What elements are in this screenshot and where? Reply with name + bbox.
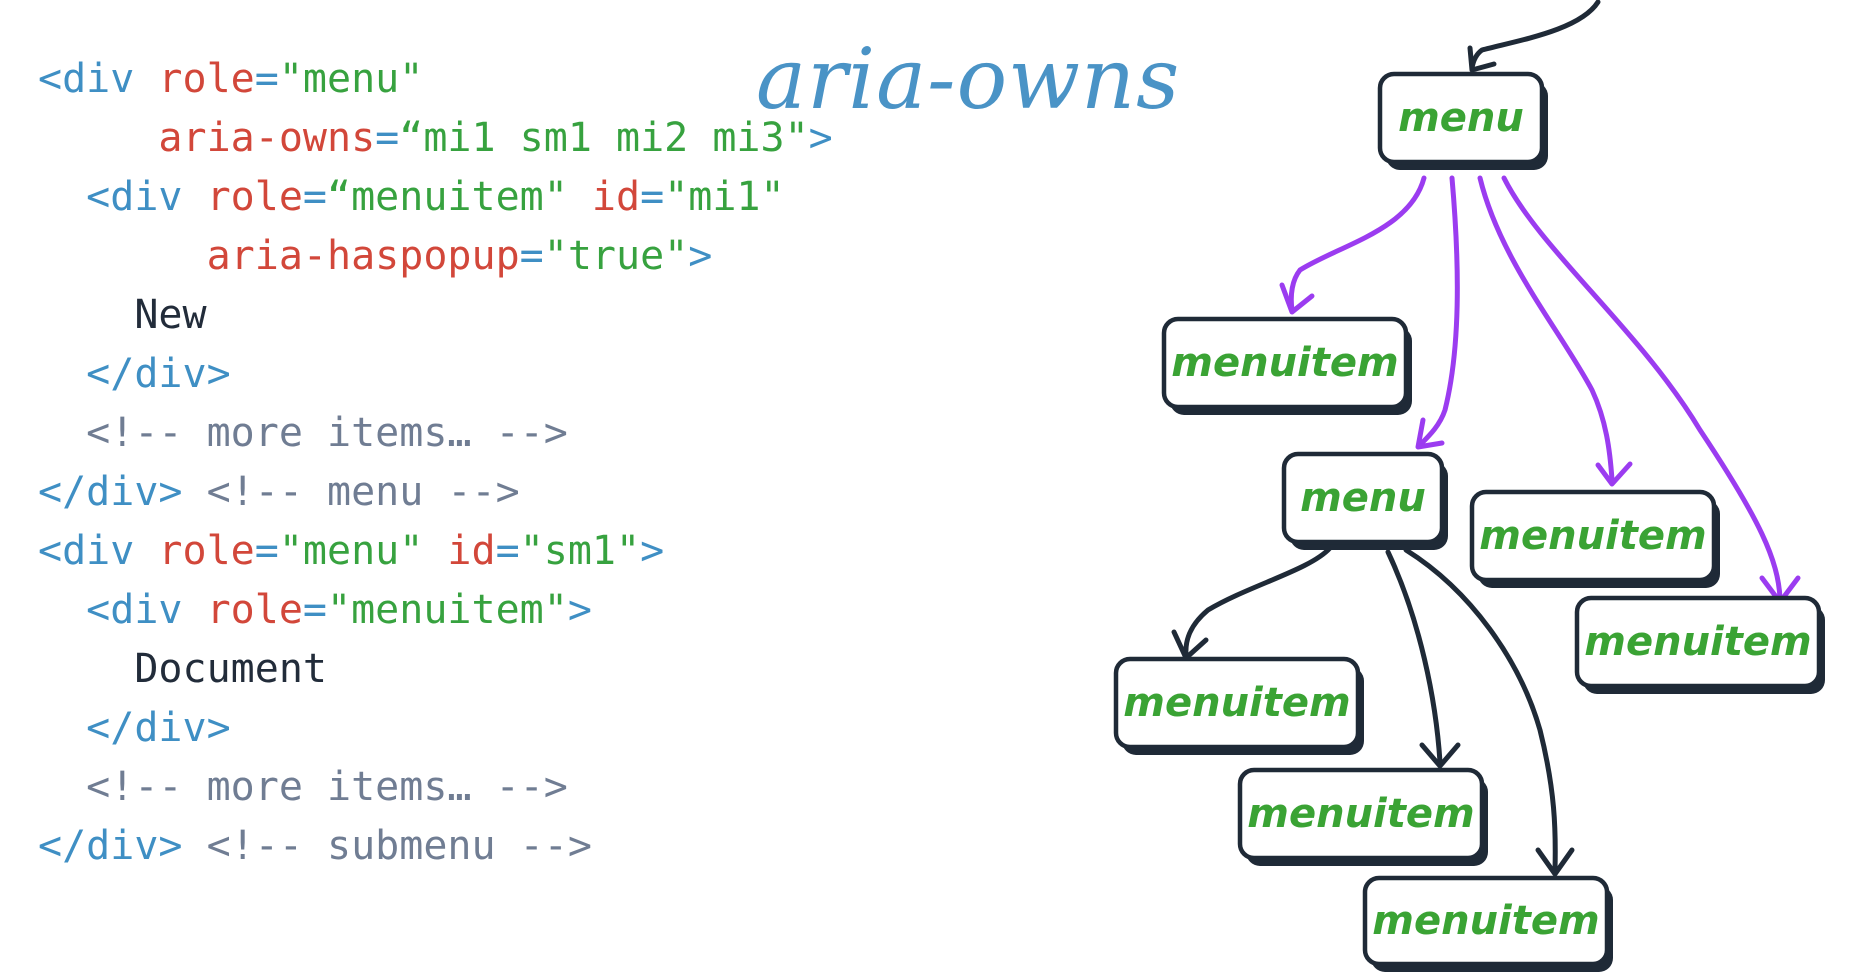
code-tag: </div> <box>86 351 231 397</box>
code-value: "menu" <box>278 528 448 574</box>
node-submenu: menu <box>1281 451 1448 550</box>
owns-edge-sm1 <box>1417 175 1460 448</box>
code-equals: = <box>495 528 520 574</box>
code-line-1: <div role="menu" <box>38 50 833 109</box>
code-comment: <!-- menu --> <box>182 469 520 515</box>
node-label: menuitem <box>1479 513 1706 559</box>
dom-edge-sub2 <box>1385 549 1443 765</box>
code-equals: = <box>302 587 328 633</box>
node-menuitem-1: menuitem <box>1161 316 1412 415</box>
code-listing: <div role="menu" aria-owns=“mi1 sm1 mi2 … <box>38 50 833 876</box>
code-attribute: aria-owns <box>158 115 376 161</box>
code-tag: > <box>567 587 592 633</box>
code-line-7: <!-- more items… --> <box>38 404 833 463</box>
code-tag: <div <box>38 528 159 574</box>
code-tag: > <box>640 528 665 574</box>
code-tag: </div> <box>38 823 183 869</box>
node-label: menu <box>1398 95 1524 141</box>
code-line-5: New <box>38 286 833 345</box>
diagram-title: aria-owns <box>756 30 1181 128</box>
code-tag: </div> <box>86 705 231 751</box>
code-value: "menuitem" <box>327 587 568 633</box>
code-value: "true" <box>543 233 689 279</box>
dom-edge-sub3 <box>1403 547 1558 873</box>
owns-arrowhead-sm1 <box>1415 417 1445 450</box>
owns-edge-mi3 <box>1501 175 1783 601</box>
code-value: “menuitem" <box>327 174 592 220</box>
code-tag: <div <box>86 174 207 220</box>
code-line-3: <div role=“menuitem" id="mi1" <box>38 168 833 227</box>
code-text: Document <box>134 646 327 692</box>
node-label: menuitem <box>1247 791 1474 837</box>
dom-arrowhead-sub2 <box>1419 742 1461 769</box>
dom-arrowhead-sub3 <box>1535 847 1575 877</box>
node-menuitem-3: menuitem <box>1574 595 1825 694</box>
code-equals: = <box>254 528 279 574</box>
code-comment: <!-- more items… --> <box>86 764 568 810</box>
code-tag: <div <box>86 587 207 633</box>
node-label: menuitem <box>1372 898 1599 944</box>
node-submenu-item-3: menuitem <box>1362 875 1613 972</box>
node-submenu-item-2: menuitem <box>1237 767 1488 866</box>
owns-arrowhead-mi2 <box>1595 461 1633 487</box>
code-attribute: id <box>447 528 496 574</box>
code-equals: = <box>302 174 328 220</box>
incoming-edge <box>1469 0 1601 71</box>
code-attribute: aria-haspopup <box>206 233 520 279</box>
code-tag: <div <box>38 56 159 102</box>
code-line-13: <!-- more items… --> <box>38 758 833 817</box>
node-label: menuitem <box>1171 340 1398 386</box>
node-menuitem-2: menuitem <box>1469 489 1720 588</box>
code-attribute: role <box>206 174 303 220</box>
code-line-2: aria-owns=“mi1 sm1 mi2 mi3"> <box>38 109 833 168</box>
code-value: "menu" <box>278 56 424 102</box>
code-line-11: Document <box>38 640 833 699</box>
code-comment: <!-- submenu --> <box>182 823 592 869</box>
node-label: menuitem <box>1123 680 1350 726</box>
code-attribute: role <box>158 528 255 574</box>
code-attribute: role <box>206 587 303 633</box>
node-label: menuitem <box>1584 619 1811 665</box>
code-equals: = <box>375 115 400 161</box>
owns-edge-mi1 <box>1288 175 1427 313</box>
owns-edge-mi2 <box>1477 175 1615 483</box>
code-tag: > <box>688 233 713 279</box>
dom-edge-sub1 <box>1183 545 1333 658</box>
code-value: "sm1" <box>519 528 641 574</box>
code-line-9: <div role="menu" id="sm1"> <box>38 522 833 581</box>
code-equals: = <box>640 174 665 220</box>
code-text: New <box>134 292 207 338</box>
code-line-4: aria-haspopup="true"> <box>38 227 833 286</box>
node-submenu-item-1: menuitem <box>1113 656 1364 755</box>
node-label: menu <box>1300 475 1426 521</box>
code-line-10: <div role="menuitem"> <box>38 581 833 640</box>
node-root-menu: menu <box>1377 71 1548 170</box>
code-value: "mi1" <box>664 174 785 220</box>
code-value: “mi1 sm1 mi2 mi3" <box>399 115 809 161</box>
code-line-8: </div> <!-- menu --> <box>38 463 833 522</box>
incoming-arrowhead <box>1467 45 1497 73</box>
code-line-12: </div> <box>38 699 833 758</box>
code-comment: <!-- more items… --> <box>86 410 568 456</box>
code-line-6: </div> <box>38 345 833 404</box>
code-attribute: role <box>158 56 255 102</box>
code-attribute: id <box>591 174 641 220</box>
owns-arrowhead-mi1 <box>1279 282 1315 315</box>
code-tag: </div> <box>38 469 183 515</box>
code-tag: > <box>808 115 833 161</box>
code-equals: = <box>519 233 544 279</box>
code-line-14: </div> <!-- submenu --> <box>38 817 833 876</box>
code-equals: = <box>254 56 279 102</box>
